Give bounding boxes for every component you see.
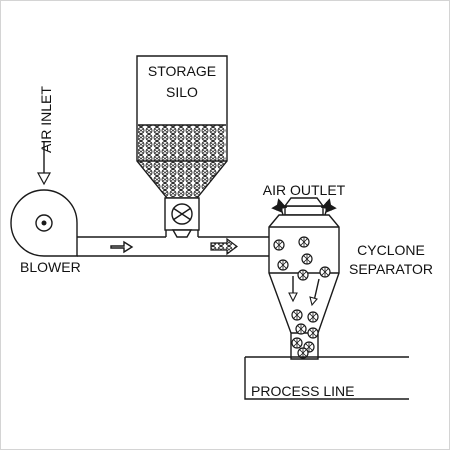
process-line-label: PROCESS LINE xyxy=(251,383,354,399)
air-inlet-label: AIR INLET xyxy=(38,86,54,153)
cyclone-label-line1: CYCLONE xyxy=(357,242,425,258)
storage-silo xyxy=(136,55,228,199)
blower xyxy=(10,189,78,257)
air-inlet-arrow xyxy=(36,141,52,186)
conveying-pipe xyxy=(77,230,281,257)
cyclone-label-line2: SEPARATOR xyxy=(349,261,433,277)
process-line xyxy=(244,356,409,400)
storage-silo-label-line2: SILO xyxy=(166,84,198,100)
rotary-valve xyxy=(164,197,200,238)
blower-label: BLOWER xyxy=(20,259,81,275)
storage-silo-label-line1: STORAGE xyxy=(148,63,216,79)
air-outlet-label: AIR OUTLET xyxy=(263,182,346,198)
air-outlet-arrows xyxy=(271,198,337,216)
cyclone-separator xyxy=(268,197,340,360)
